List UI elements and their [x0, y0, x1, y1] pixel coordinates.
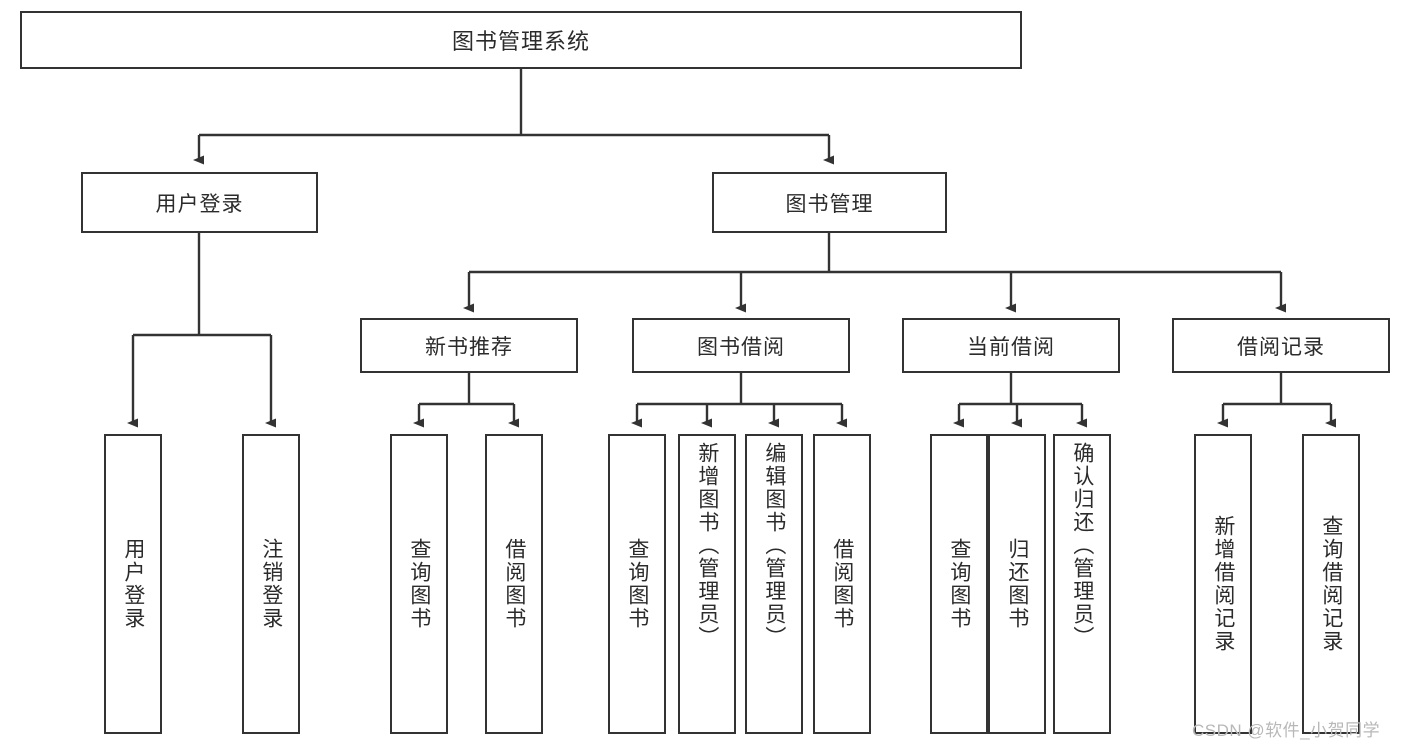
leaf-confirm-return-admin[interactable]: 确认归还（管理员） — [1053, 434, 1111, 734]
node-root-system-label: 图书管理系统 — [451, 29, 590, 54]
leaf-query-borrow-record-label: 查询借阅记录 — [1319, 515, 1343, 653]
node-borrow-record[interactable]: 借阅记录 — [1172, 318, 1390, 373]
leaf-edit-book-admin-label: 编辑图书（管理员） — [762, 442, 786, 649]
leaf-logout[interactable]: 注销登录 — [242, 434, 300, 734]
leaf-user-login[interactable]: 用户登录 — [104, 434, 162, 734]
leaf-query-book-borrow-label: 查询图书 — [625, 538, 649, 630]
leaf-user-login-label: 用户登录 — [121, 538, 145, 630]
leaf-query-borrow-record[interactable]: 查询借阅记录 — [1302, 434, 1360, 734]
node-new-book-recommend-label: 新书推荐 — [425, 335, 513, 359]
leaf-borrow-book-recommend-label: 借阅图书 — [502, 538, 526, 630]
leaf-add-book-admin-label: 新增图书（管理员） — [695, 442, 719, 649]
node-borrow-record-label: 借阅记录 — [1237, 335, 1325, 359]
leaf-add-book-admin[interactable]: 新增图书（管理员） — [678, 434, 736, 734]
leaf-return-book[interactable]: 归还图书 — [988, 434, 1046, 734]
leaf-borrow-book-label: 借阅图书 — [830, 538, 854, 630]
node-root-system[interactable]: 图书管理系统 — [20, 11, 1022, 69]
leaf-return-book-label: 归还图书 — [1005, 538, 1029, 630]
node-current-borrow[interactable]: 当前借阅 — [902, 318, 1120, 373]
leaf-add-borrow-record[interactable]: 新增借阅记录 — [1194, 434, 1252, 734]
leaf-query-book-current-label: 查询图书 — [947, 538, 971, 630]
watermark-text: CSDN @软件_小贺同学 — [1192, 721, 1381, 740]
leaf-query-book-recommend[interactable]: 查询图书 — [390, 434, 448, 734]
leaf-query-book-current[interactable]: 查询图书 — [930, 434, 988, 734]
node-book-borrow-label: 图书借阅 — [697, 335, 785, 359]
node-book-management[interactable]: 图书管理 — [712, 172, 947, 233]
node-book-borrow[interactable]: 图书借阅 — [632, 318, 850, 373]
node-new-book-recommend[interactable]: 新书推荐 — [360, 318, 578, 373]
leaf-borrow-book[interactable]: 借阅图书 — [813, 434, 871, 734]
node-user-login[interactable]: 用户登录 — [81, 172, 318, 233]
leaf-logout-label: 注销登录 — [259, 538, 283, 630]
node-book-management-label: 图书管理 — [785, 192, 874, 216]
leaf-add-borrow-record-label: 新增借阅记录 — [1211, 515, 1235, 653]
leaf-query-book-recommend-label: 查询图书 — [407, 538, 431, 630]
leaf-confirm-return-admin-label: 确认归还（管理员） — [1070, 442, 1094, 649]
node-user-login-label: 用户登录 — [155, 192, 244, 216]
node-current-borrow-label: 当前借阅 — [967, 335, 1055, 359]
leaf-query-book-borrow[interactable]: 查询图书 — [608, 434, 666, 734]
leaf-edit-book-admin[interactable]: 编辑图书（管理员） — [745, 434, 803, 734]
leaf-borrow-book-recommend[interactable]: 借阅图书 — [485, 434, 543, 734]
